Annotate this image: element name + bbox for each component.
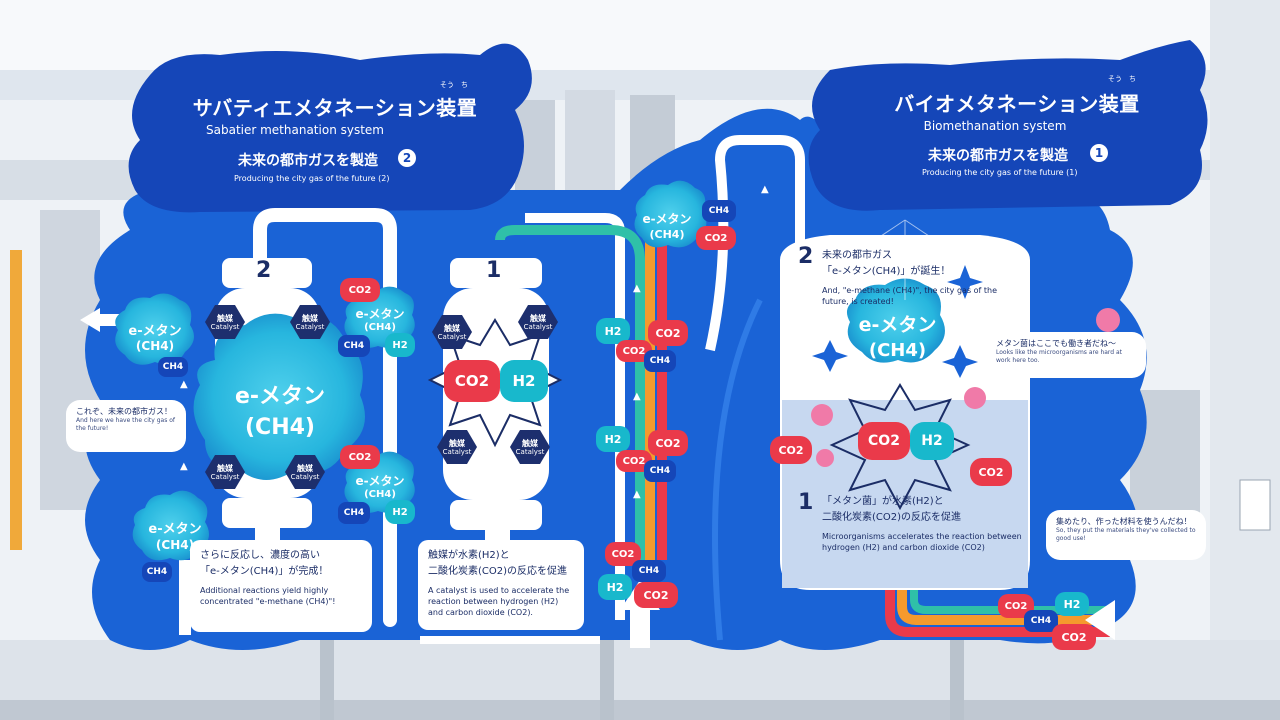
co2-molecule: CO2	[648, 320, 688, 346]
reactor-2-number: 2	[256, 258, 272, 283]
right-subtitle-en: Producing the city gas of the future (1)	[922, 168, 1078, 177]
bio-step-2-number: 2	[798, 244, 814, 269]
left-title-jp: サバティエメタネーション装置	[192, 96, 478, 120]
emethane-label: e-メタン	[148, 522, 202, 537]
ch4-molecule: CH4	[632, 560, 666, 582]
caption-step2-bio: 未来の都市ガス 「e-メタン(CH4)」が誕生！ And, "e-methane…	[822, 250, 998, 306]
right-subtitle-jp: 未来の都市ガスを製造	[928, 148, 1068, 164]
ch4-molecule: CH4	[338, 335, 370, 357]
emethane-label: e-メタン	[642, 212, 692, 226]
h2-molecule: H2	[500, 360, 548, 402]
bio-step-1-number: 1	[798, 490, 814, 515]
h2-molecule: H2	[598, 574, 632, 600]
flow-arrow-icon: ▲	[385, 547, 393, 558]
left-subtitle-jp: 未来の都市ガスを製造	[238, 153, 378, 169]
co2-molecule: CO2	[1052, 624, 1096, 650]
bubble-collected: 集めたり、作った材料を使うんだね！ So, they put the mater…	[1046, 510, 1206, 560]
h2-molecule: H2	[910, 422, 954, 460]
flow-arrow-icon: ▲	[633, 391, 641, 402]
ch4-molecule: CH4	[644, 350, 676, 372]
h2-molecule: H2	[385, 333, 415, 357]
emethane-formula: (CH4)	[135, 339, 175, 353]
left-subtitle-en: Producing the city gas of the future (2)	[234, 174, 390, 183]
right-title-ruby: そう ち	[1108, 75, 1136, 83]
right-title-en: Biomethanation system	[923, 119, 1067, 133]
big-emethane-formula: (CH4)	[245, 415, 315, 440]
caption-step1-bio: 「メタン菌」が水素(H2)と 二酸化炭素(CO2)の反応を促進 Microorg…	[822, 496, 1022, 552]
left-title-ruby: そう ち	[440, 81, 468, 89]
emethane-formula: (CH4)	[364, 322, 396, 333]
co2-molecule: CO2	[340, 445, 380, 469]
caption-step1-sabatier: 触媒が水素(H2)と 二酸化炭素(CO2)の反応を促進 A catalyst i…	[418, 540, 584, 630]
co2-molecule: CO2	[858, 422, 910, 460]
big-emethane-label: e-メタン	[234, 384, 326, 409]
emethane-formula: (CH4)	[155, 538, 195, 552]
ch4-molecule: CH4	[1024, 610, 1058, 632]
flow-arrow-icon: ▲	[633, 283, 641, 294]
ch4-molecule: CH4	[702, 200, 736, 222]
co2-molecule: CO2	[340, 278, 380, 302]
emethane-formula: (CH4)	[649, 228, 685, 241]
co2-molecule: CO2	[970, 458, 1012, 486]
ch4-molecule: CH4	[142, 562, 172, 582]
emethane-label: e-メタン	[128, 324, 182, 339]
co2-molecule: CO2	[770, 436, 812, 464]
left-title-en: Sabatier methanation system	[206, 123, 384, 137]
bio-emethane-label: e-メタン	[858, 314, 937, 336]
bubble-microbes: メタン菌はここでも働き者だね～ Looks like the microorga…	[986, 332, 1146, 378]
co2-molecule: CO2	[444, 360, 500, 402]
right-subtitle-number: 1	[1090, 144, 1108, 162]
reactor-1-number: 1	[486, 258, 502, 283]
co2-molecule: CO2	[648, 430, 688, 456]
ch4-molecule: CH4	[158, 357, 188, 377]
bubble-city-gas: これぞ、未来の都市ガス！ And here we have the city g…	[66, 400, 186, 452]
flow-arrow-icon: ▲	[761, 184, 769, 195]
ch4-molecule: CH4	[338, 502, 370, 524]
emethane-label: e-メタン	[355, 474, 405, 488]
co2-molecule: CO2	[634, 582, 678, 608]
flow-arrow-icon: ▲	[180, 379, 188, 390]
left-subtitle-number: 2	[398, 149, 416, 167]
bio-emethane-formula: (CH4)	[868, 340, 927, 361]
h2-molecule: H2	[596, 318, 630, 344]
flow-arrow-icon: ▲	[385, 399, 393, 410]
flow-arrow-icon: ▲	[633, 489, 641, 500]
co2-molecule: CO2	[696, 226, 736, 250]
ch4-molecule: CH4	[644, 460, 676, 482]
caption-step2-sabatier: さらに反応し、濃度の高い 「e-メタン(CH4)」が完成！ Additional…	[190, 540, 372, 632]
h2-molecule: H2	[1055, 592, 1089, 616]
co2-molecule: CO2	[616, 340, 652, 362]
h2-molecule: H2	[596, 426, 630, 452]
co2-molecule: CO2	[616, 450, 652, 472]
right-title-jp: バイオメタネーション装置	[894, 92, 1140, 116]
emethane-label: e-メタン	[355, 307, 405, 321]
flow-arrow-icon: ▲	[180, 461, 188, 472]
h2-molecule: H2	[385, 500, 415, 524]
emethane-formula: (CH4)	[364, 489, 396, 500]
